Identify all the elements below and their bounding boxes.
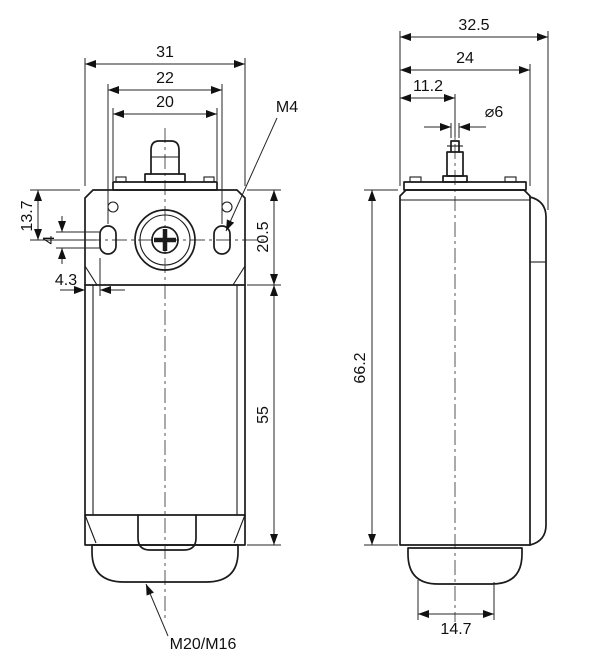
label-front-thread-m4: M4 [225, 99, 298, 232]
dim-text-20-5: 20.5 [255, 221, 272, 252]
front-bottom-notch [137, 514, 197, 551]
dim-side-body-height: 66.2 [352, 189, 398, 546]
front-head-boss-outer [134, 209, 196, 271]
dim-front-overall-width: 31 [84, 44, 246, 186]
front-head [84, 176, 246, 546]
side-dimensions: 32.5 24 11.2 ⌀6 66.2 1 [352, 17, 549, 638]
dim-side-body-width: 24 [400, 50, 531, 186]
front-mounting-slot-left [99, 225, 117, 255]
dim-text-24: 24 [456, 50, 474, 67]
front-head-screw-left [107, 201, 119, 213]
front-outline [84, 189, 246, 546]
side-top-plate [403, 181, 527, 191]
front-head-screw-hub [151, 226, 179, 254]
dim-side-plunger-diameter: ⌀6 [424, 104, 503, 138]
dim-text-13-7: 13.7 [19, 200, 36, 231]
dim-front-slot-width: 4 [41, 216, 100, 264]
dim-front-body-height: 55 [247, 285, 281, 546]
dim-front-hole-offset: 13.7 [19, 189, 96, 241]
dim-text-22: 22 [156, 70, 174, 87]
dim-text-20: 20 [156, 94, 174, 111]
dim-front-hole-spacing: 22 [107, 70, 223, 224]
dim-side-overall-width: 32.5 [399, 17, 549, 210]
front-body [84, 285, 246, 551]
side-cover-door [529, 196, 547, 546]
dim-text-4-3: 4.3 [55, 272, 77, 289]
side-outline [399, 189, 531, 546]
dim-text-4: 4 [41, 235, 58, 244]
dim-text-32-5: 32.5 [458, 17, 489, 34]
dim-front-plate-width: 20 [112, 94, 218, 181]
dim-text-14-7: 14.7 [440, 621, 471, 638]
front-mounting-slot-right [213, 225, 231, 255]
label-text-m20-m16: M20/M16 [170, 636, 237, 653]
label-front-cable-gland: M20/M16 [145, 583, 237, 653]
side-cable-gland-cap [407, 547, 523, 585]
dim-text-31: 31 [156, 44, 174, 61]
dim-text-11-2: 11.2 [413, 78, 443, 95]
front-dimensions: 31 22 20 M4 20.5 55 [19, 44, 298, 653]
front-cable-gland-cap [91, 544, 239, 583]
dim-side-plunger-offset: 11.2 [400, 78, 456, 137]
dim-text-55: 55 [255, 406, 272, 424]
dim-front-slot-edge-offset: 4.3 [55, 258, 125, 296]
dim-side-base-width: 14.7 [417, 580, 495, 638]
front-head-screw-right [221, 201, 233, 213]
label-text-m4: M4 [276, 99, 298, 116]
dim-front-head-height: 20.5 [247, 189, 281, 286]
side-body [399, 176, 547, 546]
front-view [60, 128, 264, 620]
dim-text-dia-6: ⌀6 [485, 104, 504, 121]
dim-text-66-2: 66.2 [352, 352, 369, 383]
side-view [399, 118, 547, 622]
